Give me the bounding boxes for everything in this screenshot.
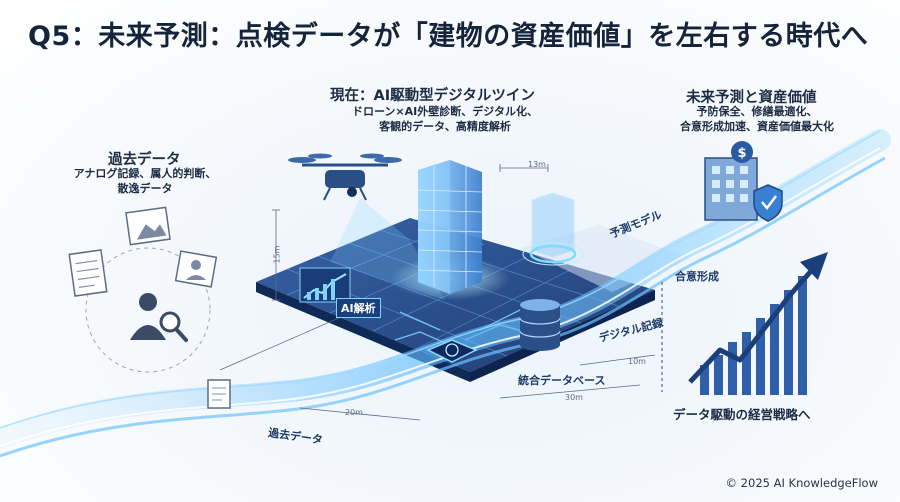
present-description: ドローン×AI外壁診断、デジタル化、 客観的データ、高精度解析 [325, 104, 565, 134]
person-magnifier-icon [130, 293, 188, 342]
dimension-label-13m: 13m [528, 160, 546, 169]
dimension-label-20m: 20m [345, 408, 363, 417]
past-line-1: アナログ記録、属人的判断、 [73, 167, 217, 180]
svg-text:$: $ [737, 146, 746, 161]
future-line-1: 予防保全、修繕最適化、 [696, 105, 818, 118]
document-icon [68, 249, 108, 297]
page-title: Q5：未来予測：点検データが「建物の資産価値」を左右する時代へ [28, 21, 869, 52]
small-building-ring [522, 192, 584, 266]
database-icon [519, 299, 561, 351]
file-icon [207, 379, 231, 409]
consensus-label: 合意形成 [675, 270, 719, 283]
person-photo-icon [174, 250, 218, 288]
ai-chip-icon [426, 339, 478, 363]
future-heading: 未来予測と資産価値 [686, 90, 817, 106]
asset-building-icon: $ [704, 141, 783, 222]
future-line-2: 合意形成加速、資産価値最大化 [680, 120, 834, 133]
dimension-label-30m: 30m [565, 393, 583, 402]
dimension-label-15m: 15m [272, 245, 282, 264]
copyright-text: © 2025 AI KnowledgeFlow [725, 476, 878, 490]
building-tower [390, 160, 510, 300]
drone-icon [288, 153, 445, 300]
strategy-label: データ駆動の経営戦略へ [673, 407, 811, 422]
past-description: アナログ記録、属人的判断、 散逸データ [70, 166, 220, 196]
past-line-2: 散逸データ [117, 182, 173, 195]
ai-analysis-chart [299, 267, 351, 303]
ai-analysis-label: AI解析 [336, 298, 381, 318]
future-description: 予防保全、修繕最適化、 合意形成加速、資産価値最大化 [662, 104, 852, 134]
dimension-label-10m: 10m [628, 357, 646, 366]
growth-chart [661, 252, 828, 395]
photo-icon [125, 206, 171, 246]
past-heading: 過去データ [108, 152, 181, 168]
present-line-2: 客観的データ、高精度解析 [379, 120, 511, 133]
past-data-icons [68, 206, 231, 409]
present-heading: 現在：AI駆動型デジタルツイン [330, 88, 535, 104]
integrated-db-label: 統合データベース [518, 374, 606, 387]
present-line-1: ドローン×AI外壁診断、デジタル化、 [351, 105, 539, 118]
